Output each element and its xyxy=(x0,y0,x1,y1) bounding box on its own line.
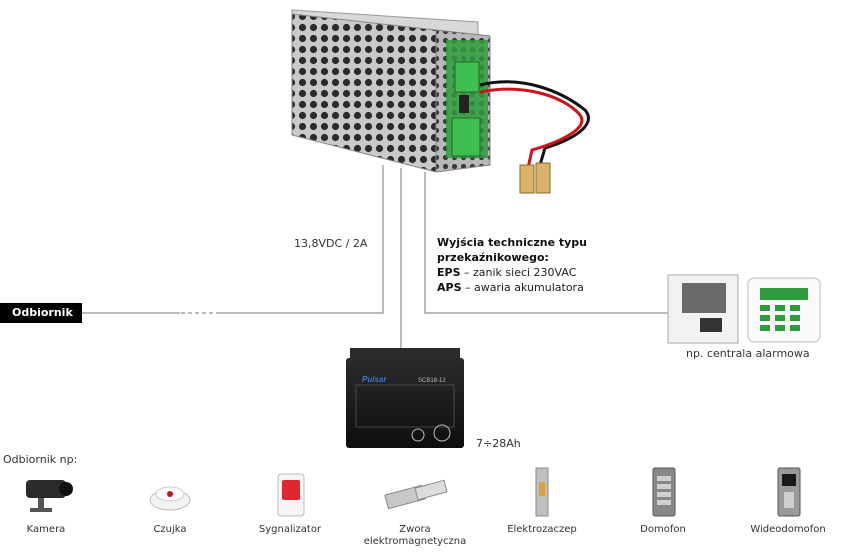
device-siren: Sygnalizator xyxy=(252,472,328,536)
tech-title-line2: przekaźnikowego: xyxy=(437,251,549,264)
odbiornik-tag: Odbiornik xyxy=(0,303,82,323)
device-strike: Elektrozaczep xyxy=(502,466,582,536)
device-label-camera: Kamera xyxy=(26,524,66,535)
camera-icon xyxy=(26,480,73,512)
odbiornik-np-label: Odbiornik np: xyxy=(3,453,78,466)
intercom-icon xyxy=(652,467,676,517)
electric-strike-icon xyxy=(535,467,549,517)
battery: Pulsar SCB18-12 xyxy=(346,348,464,448)
battery-model: SCB18-12 xyxy=(418,378,446,384)
line-to-odbiornik xyxy=(220,165,384,314)
power-supply-unit xyxy=(291,9,491,173)
device-label-detector: Czujka xyxy=(153,524,187,535)
siren-icon xyxy=(277,473,305,517)
connection-lines xyxy=(82,165,668,350)
device-camera: Kamera xyxy=(12,472,80,536)
magnetic-lock-icon xyxy=(384,479,448,510)
aps-desc: – awaria akumulatora xyxy=(461,281,584,294)
voltage-label: 13,8VDC / 2A xyxy=(294,237,368,250)
alarm-panel xyxy=(667,274,821,344)
tech-title-line1: Wyjścia techniczne typu xyxy=(437,236,588,249)
eps-desc: – zanik sieci 230VAC xyxy=(460,266,577,279)
video-intercom-icon xyxy=(777,467,801,517)
device-video-intercom: Wideodomofon xyxy=(748,466,828,536)
line-to-alarm-panel xyxy=(424,172,668,314)
aps-code: APS xyxy=(437,281,462,294)
device-label-intercom: Domofon xyxy=(640,524,686,535)
device-label-maglock-line2: elektromagnetyczna xyxy=(363,536,467,547)
device-label-maglock-line1: Zwora xyxy=(399,524,431,535)
battery-leads xyxy=(479,80,590,194)
alarm-panel-label: np. centrala alarmowa xyxy=(686,347,810,360)
device-intercom: Domofon xyxy=(628,466,698,536)
device-maglock: Zwora elektromagnetyczna xyxy=(360,472,470,548)
device-detector: Czujka xyxy=(140,472,200,536)
technical-outputs: Wyjścia techniczne typu przekaźnikowego:… xyxy=(437,235,587,295)
device-label-strike: Elektrozaczep xyxy=(507,524,577,535)
eps-code: EPS xyxy=(437,266,461,279)
battery-capacity-label: 7÷28Ah xyxy=(476,437,521,450)
device-label-siren: Sygnalizator xyxy=(258,524,322,535)
smoke-detector-icon xyxy=(149,486,191,511)
device-label-video-intercom: Wideodomofon xyxy=(750,524,826,535)
battery-brand: Pulsar xyxy=(362,375,387,384)
